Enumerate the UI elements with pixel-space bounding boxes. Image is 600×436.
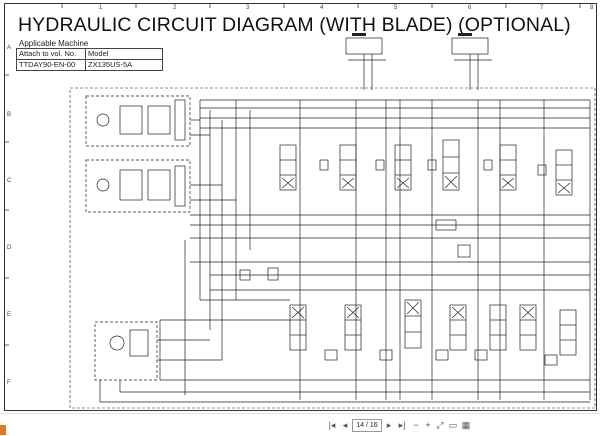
single-page-icon[interactable]: ▭ bbox=[448, 420, 458, 430]
column-number: 4 bbox=[320, 5, 324, 11]
diagram-page: 1 2 3 4 5 6 7 8 A B C D E F HYDRAULIC CI… bbox=[4, 3, 597, 411]
zoom-in-icon[interactable]: + bbox=[425, 420, 431, 430]
column-number: 6 bbox=[468, 5, 472, 11]
column-number: 1 bbox=[99, 5, 103, 11]
row-letter: B bbox=[7, 112, 12, 118]
row-letter: D bbox=[7, 245, 12, 251]
fit-page-icon[interactable]: ⤢ bbox=[436, 420, 444, 430]
column-number: 2 bbox=[173, 5, 177, 11]
column-number: 8 bbox=[590, 5, 594, 11]
row-letter: E bbox=[7, 312, 12, 318]
applicable-machine-label: Applicable Machine bbox=[19, 39, 89, 48]
next-page-icon[interactable]: ▸ bbox=[386, 420, 392, 430]
table-cell: TTDAY90-EN-00 bbox=[16, 59, 86, 71]
drawing-frame bbox=[4, 3, 597, 411]
column-number: 3 bbox=[246, 5, 250, 11]
thumbnails-icon[interactable]: ▦ bbox=[461, 420, 471, 430]
page-number-input[interactable]: 14 / 16 bbox=[352, 419, 382, 432]
zoom-out-icon[interactable]: − bbox=[413, 420, 419, 430]
applicable-machine-table: Attach to vol. No. Model TTDAY90-EN-00 Z… bbox=[16, 48, 163, 71]
row-letter: F bbox=[7, 380, 11, 386]
corner-marker bbox=[0, 425, 6, 435]
first-page-icon[interactable]: |◂ bbox=[328, 420, 336, 430]
row-letter: C bbox=[7, 178, 12, 184]
page-title: HYDRAULIC CIRCUIT DIAGRAM (WITH BLADE) (… bbox=[18, 14, 571, 36]
last-page-icon[interactable]: ▸| bbox=[398, 420, 406, 430]
row-letter: A bbox=[7, 45, 12, 51]
column-number: 7 bbox=[540, 5, 544, 11]
table-cell: ZX135US-5A bbox=[85, 59, 163, 71]
prev-page-icon[interactable]: ◂ bbox=[342, 420, 348, 430]
hydraulic-circuit-drawing bbox=[4, 3, 596, 409]
viewer-toolbar: |◂ ◂ 14 / 16 ▸ ▸| − + ⤢ ▭ ▦ bbox=[0, 413, 600, 436]
column-number: 5 bbox=[394, 5, 398, 11]
